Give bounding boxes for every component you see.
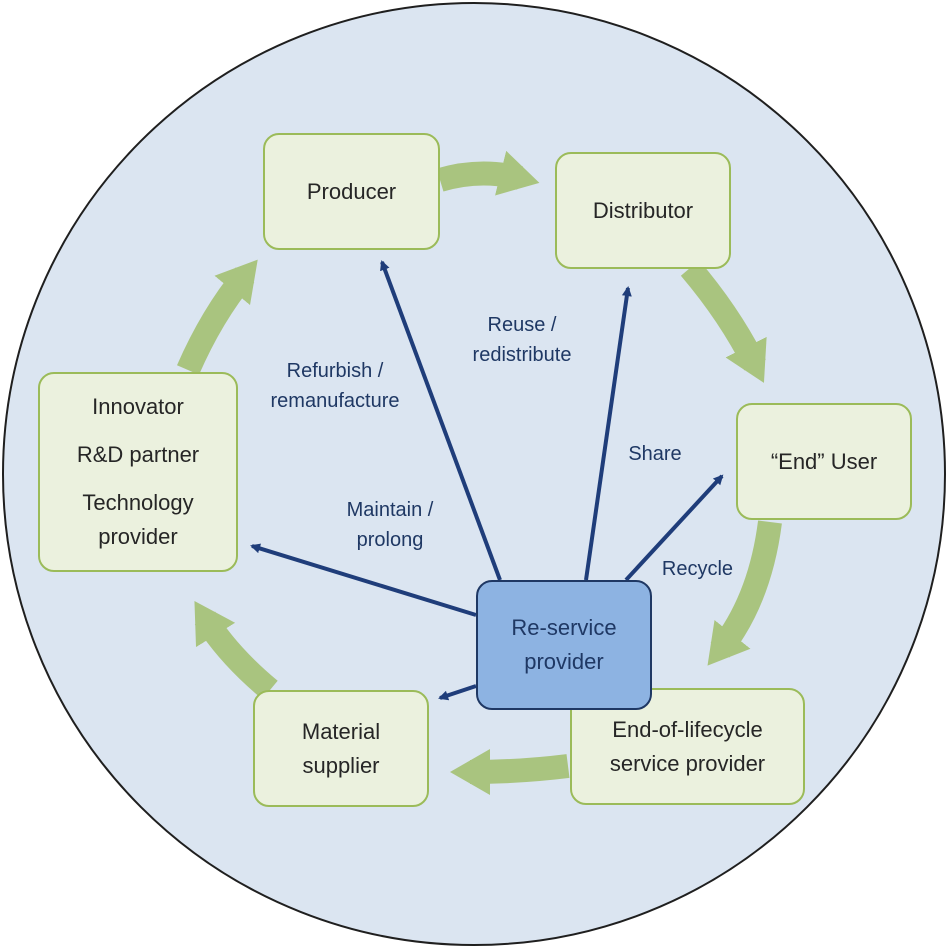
label-maintain: Maintain / prolong: [325, 495, 455, 555]
cycle-arrow-producer-distributor: [436, 150, 540, 196]
cycle-arrow-end-of-lifecycle-material: [450, 748, 570, 795]
node-distributor-text: Distributor: [592, 197, 694, 223]
node-innovator-line3: Technology: [82, 490, 194, 515]
node-end-user-text: “End” User: [770, 448, 878, 474]
arrow-maintain: [250, 543, 477, 617]
cycle-arrow-end-user-end-of-lifecycle: [707, 520, 782, 666]
arrow-refurbish: [380, 260, 502, 581]
arrow-recycle: [438, 684, 477, 701]
label-share: Share: [610, 439, 700, 469]
node-end-of-lifecycle-line2: service provider: [609, 750, 766, 776]
node-innovator-line1: Innovator: [92, 394, 184, 419]
node-end-of-lifecycle: End-of-lifecycle service provider: [570, 688, 805, 805]
arrow-share: [624, 474, 724, 582]
label-reuse: Reuse / redistribute: [452, 310, 592, 370]
cycle-arrow-innovator-producer: [177, 259, 258, 375]
node-re-service-line2: provider: [524, 649, 604, 674]
label-reuse-line1: Reuse /: [487, 314, 557, 336]
node-innovator-line4: provider: [98, 524, 178, 549]
label-recycle: Recycle: [645, 554, 750, 584]
node-innovator: Innovator R&D partner Technology provide…: [38, 372, 238, 572]
label-share-line1: Share: [628, 443, 682, 465]
cycle-arrow-distributor-end-user: [680, 260, 767, 383]
node-material-supplier-line1: Material: [301, 718, 381, 744]
label-maintain-line1: Maintain /: [346, 499, 434, 521]
node-innovator-line2: R&D partner: [76, 442, 200, 467]
node-material-supplier: Material supplier: [253, 690, 429, 807]
node-distributor: Distributor: [555, 152, 731, 269]
node-re-service-provider: Re-service provider: [476, 580, 652, 710]
label-maintain-line2: prolong: [356, 529, 424, 551]
label-refurbish-line1: Refurbish /: [286, 360, 384, 382]
label-recycle-line1: Recycle: [661, 558, 734, 580]
cycle-arrow-material-innovator: [194, 601, 278, 700]
arrow-reuse: [584, 286, 632, 581]
node-end-user: “End” User: [736, 403, 912, 520]
label-refurbish-line2: remanufacture: [270, 390, 400, 412]
node-re-service-line1: Re-service: [511, 615, 617, 640]
node-end-of-lifecycle-line1: End-of-lifecycle: [612, 716, 763, 742]
label-refurbish: Refurbish / remanufacture: [250, 356, 420, 416]
node-producer: Producer: [263, 133, 440, 250]
label-reuse-line2: redistribute: [472, 344, 572, 366]
node-producer-text: Producer: [306, 178, 397, 204]
node-material-supplier-line2: supplier: [302, 752, 380, 778]
